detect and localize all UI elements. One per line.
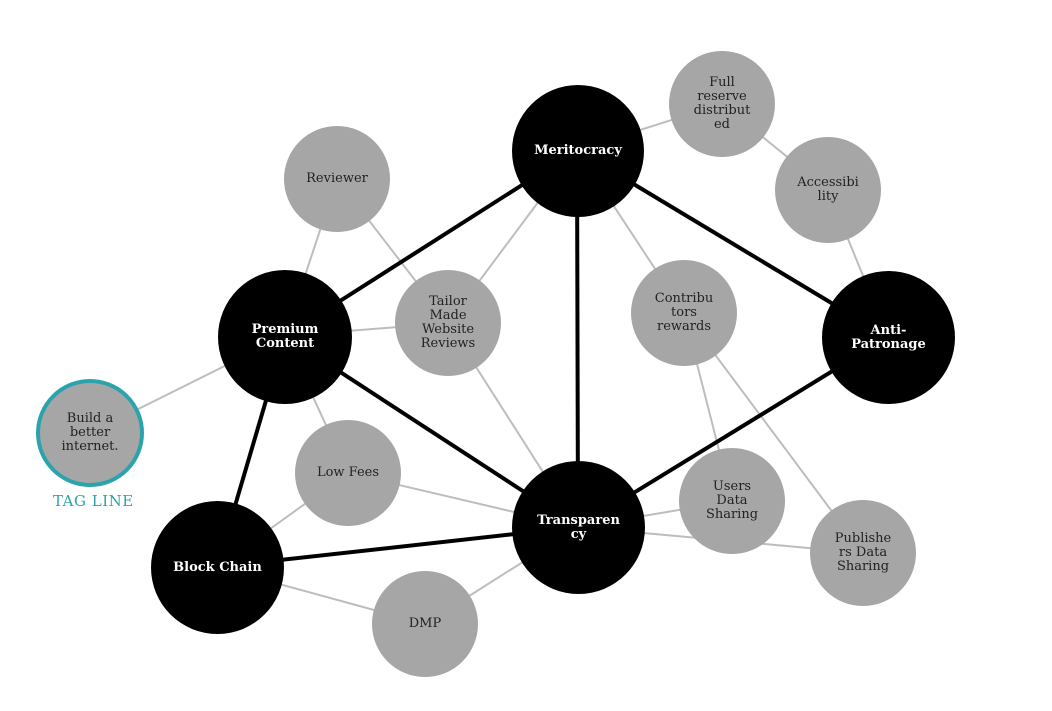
node-build-a-better-internet: Build a better internet. [36,379,144,487]
node-block-chain-label: Block Chain [173,559,262,575]
node-publishers-data-sharing: Publishe rs Data Sharing [810,500,916,606]
node-publishers-data-sharing-label: Publishe rs Data Sharing [834,531,892,574]
node-premium-content: Premium Content [218,270,352,404]
node-dmp-label: DMP [408,616,442,631]
node-users-data-sharing: Users Data Sharing [679,448,785,554]
node-anti-patronage: Anti- Patronage [822,271,955,404]
node-reviewer-label: Reviewer [306,171,368,186]
node-low-fees-label: Low Fees [316,465,380,480]
node-tailor-made-website-reviews: Tailor Made Website Reviews [395,270,501,376]
node-accessibility: Accessibi lity [775,137,881,243]
node-contributors-rewards: Contribu tors rewards [631,260,737,366]
node-block-chain: Block Chain [151,501,284,634]
node-anti-patronage-label: Anti- Patronage [851,322,926,352]
node-build-better-internet-label: Build a better internet. [61,411,119,454]
node-full-reserve-distributed: Full reserve distribut ed [669,51,775,157]
tagline-label: TAG LINE [53,492,134,510]
node-reviewer: Reviewer [284,126,390,232]
node-transparency-label: Transparen cy [537,512,620,542]
node-transparency: Transparen cy [512,461,645,594]
node-meritocracy-label: Meritocracy [534,143,622,158]
node-accessibility-label: Accessibi lity [797,175,859,204]
node-dmp: DMP [372,571,478,677]
node-contributors-rewards-label: Contribu tors rewards [654,291,714,334]
node-premium-content-label: Premium Content [251,322,319,351]
node-users-data-sharing-label: Users Data Sharing [705,479,759,522]
node-low-fees: Low Fees [295,420,401,526]
node-meritocracy: Meritocracy [512,85,644,217]
node-full-reserve-label: Full reserve distribut ed [693,75,751,132]
node-tailor-made-label: Tailor Made Website Reviews [420,294,476,351]
